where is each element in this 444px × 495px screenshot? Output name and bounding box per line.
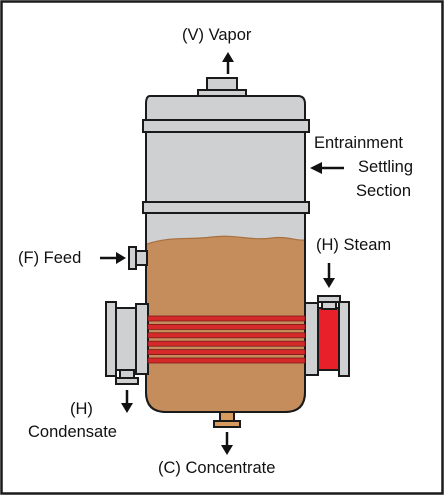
steam-nozzle (317, 295, 341, 310)
concentrate-nozzle (213, 411, 241, 428)
heat-exchanger-tube (147, 315, 306, 322)
condensate-line-2: Condensate (28, 423, 117, 441)
heat-exchanger-tube (147, 332, 306, 339)
heat-exchanger-tube (147, 357, 306, 364)
upper-flange (142, 119, 310, 133)
arrow-right-icon (100, 252, 126, 264)
liquid-level (147, 236, 304, 411)
heat-exchanger-tube (147, 349, 306, 356)
steam-label: (H) Steam (316, 236, 392, 254)
entrainment-line-1: Entrainment (314, 134, 403, 152)
arrow-down-icon (121, 390, 133, 413)
condensate-nozzle (115, 369, 139, 385)
heat-exchanger-tube (147, 340, 306, 347)
arrow-down-icon (221, 432, 233, 455)
condensate-line-1: (H) (70, 400, 93, 418)
entrainment-line-2: Settling (358, 158, 414, 176)
vapor-label: (V) Vapor (182, 26, 252, 44)
left-exchanger-head (105, 301, 149, 377)
arrow-left-icon (310, 162, 344, 174)
heat-exchanger-tube (147, 323, 306, 330)
arrow-down-icon (323, 263, 335, 288)
arrow-up-icon (222, 52, 234, 74)
entrainment-line-3: Section (356, 182, 412, 200)
tube-bundle (147, 315, 306, 364)
feed-nozzle (128, 246, 148, 270)
feed-label: (F) Feed (18, 249, 82, 267)
concentrate-label: (C) Concentrate (158, 459, 276, 477)
right-exchanger-head (304, 301, 350, 377)
middle-flange (142, 201, 310, 214)
